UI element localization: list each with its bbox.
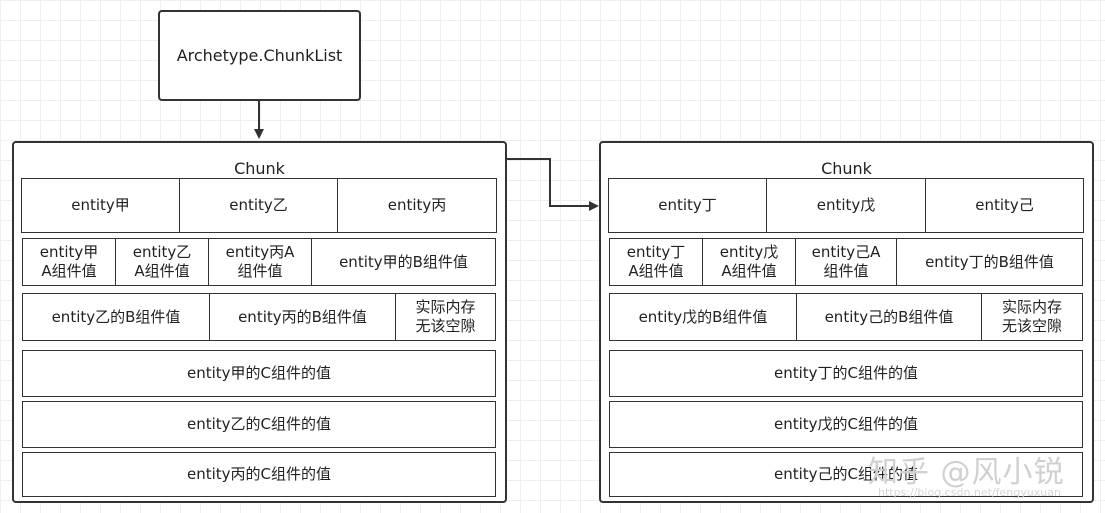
entity-cell: entity戊 — [766, 178, 926, 233]
c-component-cell: entity丁的C组件的值 — [609, 350, 1083, 397]
watermark-url: https://blog.csdn.net/fengyuxuan — [878, 486, 1061, 499]
entity-cell: entity甲 — [21, 178, 180, 233]
b-component-cell: entity乙的B组件值 — [22, 293, 210, 341]
b-component-cell: entity戊的B组件值 — [609, 293, 797, 341]
c-component-cell: entity乙的C组件的值 — [22, 401, 496, 448]
memory-gap-note: 实际内存 无该空隙 — [981, 293, 1083, 341]
b-component-cell: entity甲的B组件值 — [311, 238, 496, 286]
a-component-cell: entity丁 A组件值 — [609, 238, 703, 286]
b-component-cell: entity丙的B组件值 — [209, 293, 396, 341]
a-component-cell: entity乙 A组件值 — [115, 238, 209, 286]
memory-gap-note: 实际内存 无该空隙 — [395, 293, 496, 341]
chunk-title: Chunk — [821, 159, 872, 178]
entity-cell: entity乙 — [179, 178, 338, 233]
archetype-chunklist-node: Archetype.ChunkList — [158, 10, 361, 101]
c-component-cell: entity己的C组件的值 — [609, 452, 1083, 497]
a-component-cell: entity甲 A组件值 — [22, 238, 116, 286]
b-component-cell: entity丁的B组件值 — [896, 238, 1083, 286]
a-component-cell: entity丙A 组件值 — [208, 238, 312, 286]
c-component-cell: entity戊的C组件的值 — [609, 401, 1083, 448]
a-component-cell: entity己A 组件值 — [795, 238, 897, 286]
entity-cell: entity己 — [925, 178, 1084, 233]
entity-cell: entity丁 — [608, 178, 767, 233]
watermark: 知乎 @风小锐 — [868, 455, 1065, 490]
chunk-title: Chunk — [234, 159, 285, 178]
c-component-cell: entity丙的C组件的值 — [22, 452, 496, 497]
b-component-cell: entity己的B组件值 — [796, 293, 982, 341]
entity-cell: entity丙 — [337, 178, 497, 233]
c-component-cell: entity甲的C组件的值 — [22, 350, 496, 397]
arrow-chunk-to-chunk — [507, 158, 599, 211]
a-component-cell: entity戊 A组件值 — [702, 238, 796, 286]
